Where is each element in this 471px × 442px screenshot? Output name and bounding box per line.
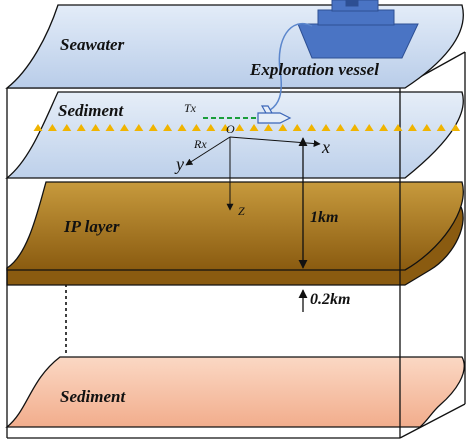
receiver-marker	[278, 124, 288, 131]
sediment-top-label: Sediment	[58, 101, 124, 120]
receiver-marker	[119, 124, 129, 131]
depth-label: 1km	[310, 209, 338, 226]
receiver-marker	[134, 124, 144, 131]
vessel-label: Exploration vessel	[249, 60, 379, 79]
receiver-marker	[191, 124, 201, 131]
ship-icon	[297, 0, 419, 59]
receiver-marker	[307, 124, 317, 131]
receiver-marker	[177, 124, 187, 131]
receiver-marker	[91, 124, 101, 131]
receiver-marker	[62, 124, 72, 131]
receiver-marker	[350, 124, 360, 131]
receiver-array	[33, 124, 461, 131]
receiver-marker	[235, 124, 245, 131]
rx-label: Rx	[193, 137, 207, 151]
ip-layer	[6, 181, 464, 271]
y-axis-label: y	[174, 154, 184, 174]
sediment-bottom-label: Sediment	[60, 387, 126, 406]
receiver-marker	[206, 124, 216, 131]
box-front-edges	[6, 88, 466, 439]
x-axis-label: x	[321, 137, 330, 157]
receiver-marker	[451, 124, 461, 131]
receiver-marker	[163, 124, 173, 131]
z-axis-label: Z	[238, 204, 245, 218]
receiver-marker	[47, 124, 57, 131]
receiver-marker	[292, 124, 302, 131]
receiver-marker	[379, 124, 389, 131]
y-axis-arrow	[185, 136, 231, 166]
thickness-label: 0.2km	[310, 291, 350, 308]
sediment-top-layer	[5, 91, 464, 179]
receiver-marker	[148, 124, 158, 131]
tow-cable	[269, 23, 313, 111]
ip-layer-label: IP layer	[63, 217, 120, 236]
tx-label: Tx	[184, 101, 197, 115]
receiver-marker	[249, 124, 259, 131]
receiver-marker	[393, 124, 403, 131]
receiver-marker	[335, 124, 345, 131]
seawater-label: Seawater	[60, 35, 125, 54]
receiver-marker	[105, 124, 115, 131]
receiver-marker	[422, 124, 432, 131]
origin-label: O	[226, 122, 235, 136]
receiver-marker	[220, 124, 230, 131]
receiver-marker	[321, 124, 331, 131]
receiver-marker	[263, 124, 273, 131]
transmitter-towfish-icon	[257, 105, 292, 124]
receiver-marker	[76, 124, 86, 131]
receiver-marker	[364, 124, 374, 131]
sediment-bottom-layer	[5, 356, 465, 428]
receiver-marker	[33, 124, 43, 131]
receiver-marker	[436, 124, 446, 131]
receiver-marker	[407, 124, 417, 131]
